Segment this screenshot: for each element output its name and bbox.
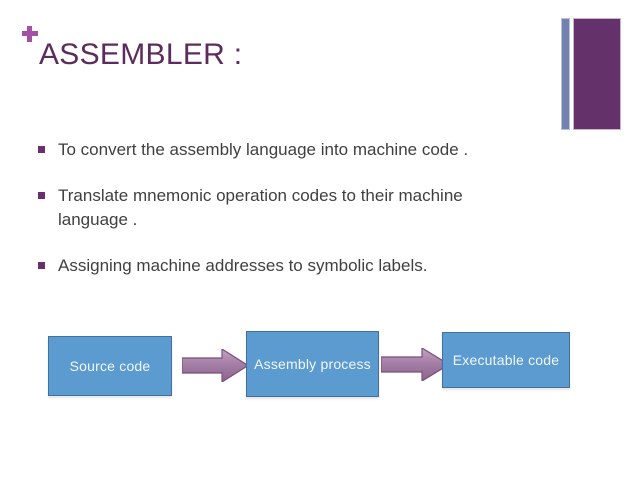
flow-box-assembly-process: Assembly process [246, 331, 379, 397]
bullet-square-icon [38, 192, 45, 199]
bullet-square-icon [38, 146, 45, 153]
accent-bar-blue [561, 18, 570, 130]
list-item: To convert the assembly language into ma… [38, 138, 518, 162]
flow-box-source-code: Source code [48, 336, 172, 396]
list-item: Translate mnemonic operation codes to th… [38, 184, 518, 232]
flow-box-label: Source code [69, 358, 151, 374]
list-item-label: Assigning machine addresses to symbolic … [58, 256, 428, 275]
arrow-right-2-icon [381, 348, 449, 381]
plus-icon [22, 26, 38, 42]
arrow-right-1-icon [182, 349, 248, 382]
bullet-list: To convert the assembly language into ma… [38, 138, 518, 300]
flow-box-label: Assembly process [254, 356, 371, 372]
flow-box-label: Executable code [452, 352, 560, 368]
bullet-square-icon [38, 262, 45, 269]
flow-box-executable-code: Executable code [442, 332, 570, 388]
list-item: Assigning machine addresses to symbolic … [38, 254, 518, 278]
list-item-label: Translate mnemonic operation codes to th… [58, 186, 463, 229]
page-title: ASSEMBLER : [39, 38, 243, 71]
accent-bar-purple [573, 18, 621, 130]
plus-icon-vertical-bar [27, 26, 32, 42]
list-item-label: To convert the assembly language into ma… [58, 140, 469, 159]
